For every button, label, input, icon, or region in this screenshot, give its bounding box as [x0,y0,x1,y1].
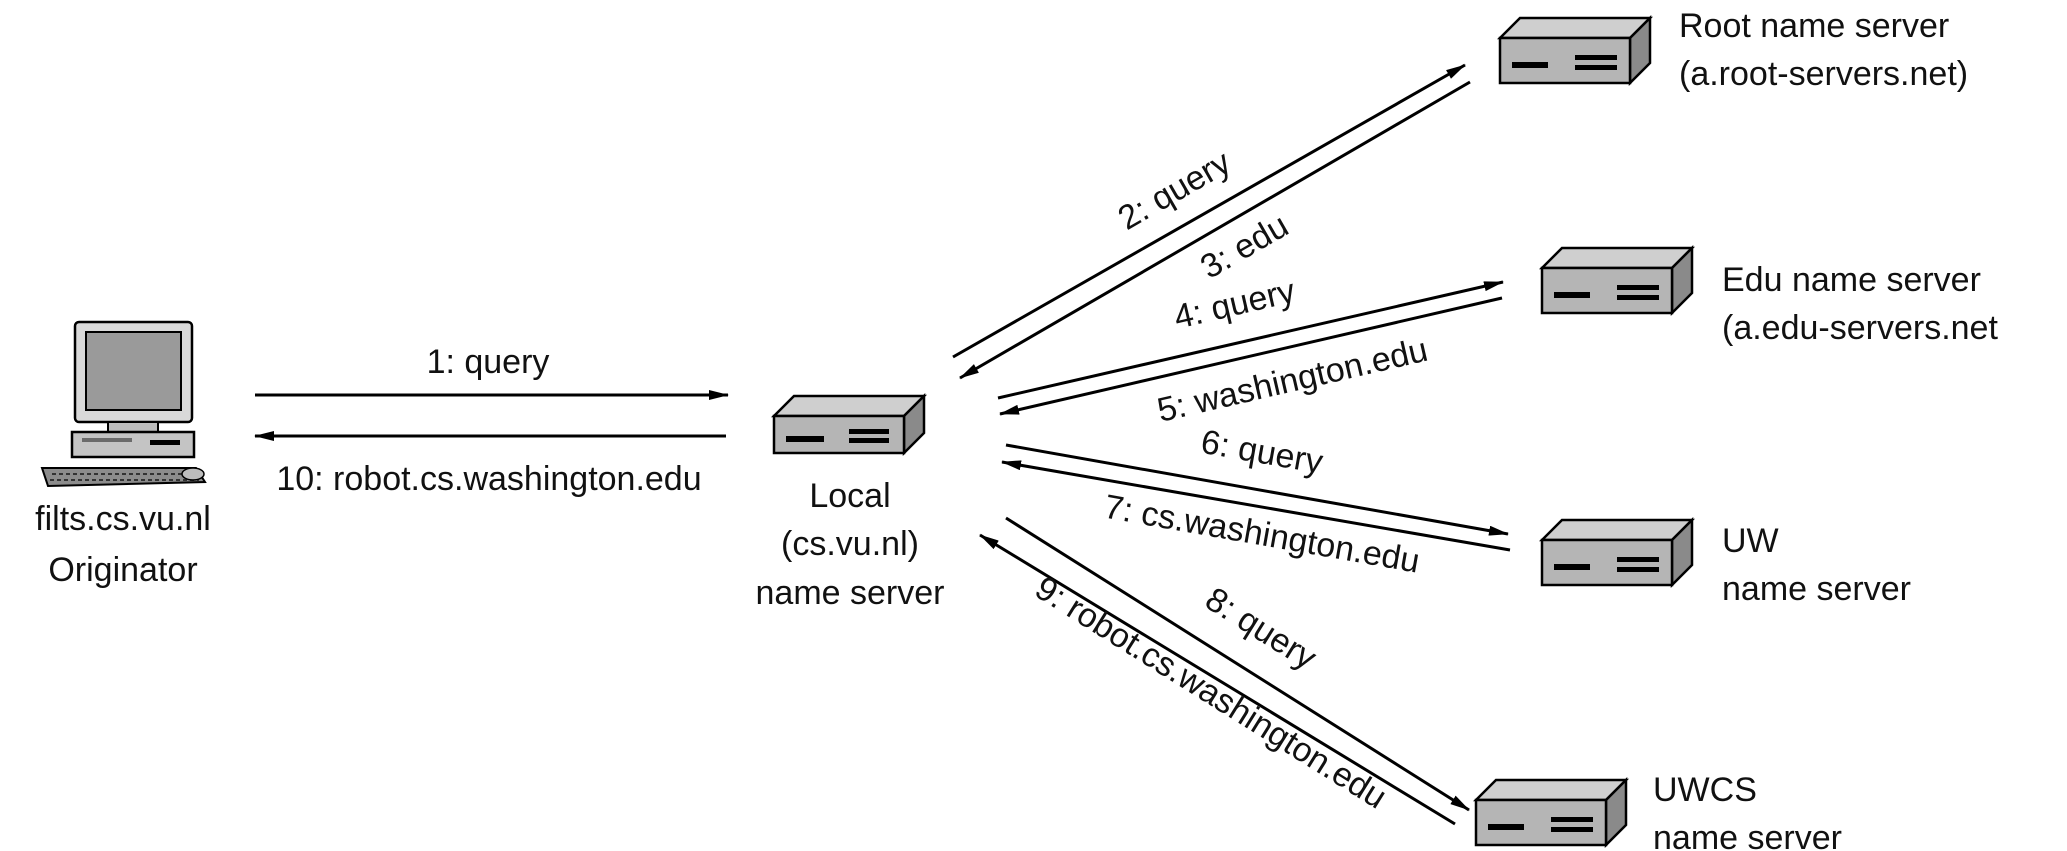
uw-server-label-line1: UW [1722,522,1779,560]
local-server-label-line1: Local [809,477,890,515]
message-label-4: 4: query [1170,272,1298,337]
server-icon [1538,516,1696,589]
local-server-label-line2: (cs.vu.nl) [781,525,919,563]
arrow-query-2 [952,63,1466,359]
message-label-6: 6: query [1198,423,1326,482]
server-icon [770,392,928,457]
root-server-label-line2: (a.root-servers.net) [1679,55,1968,93]
edu-server-label-line2: (a.edu-servers.net [1722,309,1998,347]
server-icon [1496,14,1654,87]
local-server-label-line3: name server [756,574,945,612]
arrow-query-8 [1005,516,1470,812]
root-server-label-line1: Root name server [1679,7,1949,45]
message-label-10: 10: robot.cs.washington.edu [276,460,701,498]
arrow-reply-9 [979,533,1456,826]
uw-server-label-line2: name server [1722,570,1911,608]
arrow-query-6 [1005,443,1509,536]
arrow-reply-5 [999,296,1503,416]
uwcs-server-label-line1: UWCS [1653,771,1757,809]
message-label-2: 2: query [1112,143,1237,237]
originator-role-label: Originator [48,551,197,589]
message-label-1: 1: query [427,343,550,381]
arrow-query-4 [997,280,1504,400]
originator-host-label: filts.cs.vu.nl [35,500,211,538]
arrow-reply-3 [959,80,1471,380]
server-icon [1472,776,1630,849]
arrow-reply-7 [1001,460,1511,552]
server-icon [1538,244,1696,317]
edu-server-label-line1: Edu name server [1722,261,1981,299]
computer-icon [40,320,207,488]
message-label-8: 8: query [1199,580,1323,677]
message-label-7: 7: cs.washington.edu [1101,488,1422,581]
uwcs-server-label-line2: name server [1653,819,1842,851]
